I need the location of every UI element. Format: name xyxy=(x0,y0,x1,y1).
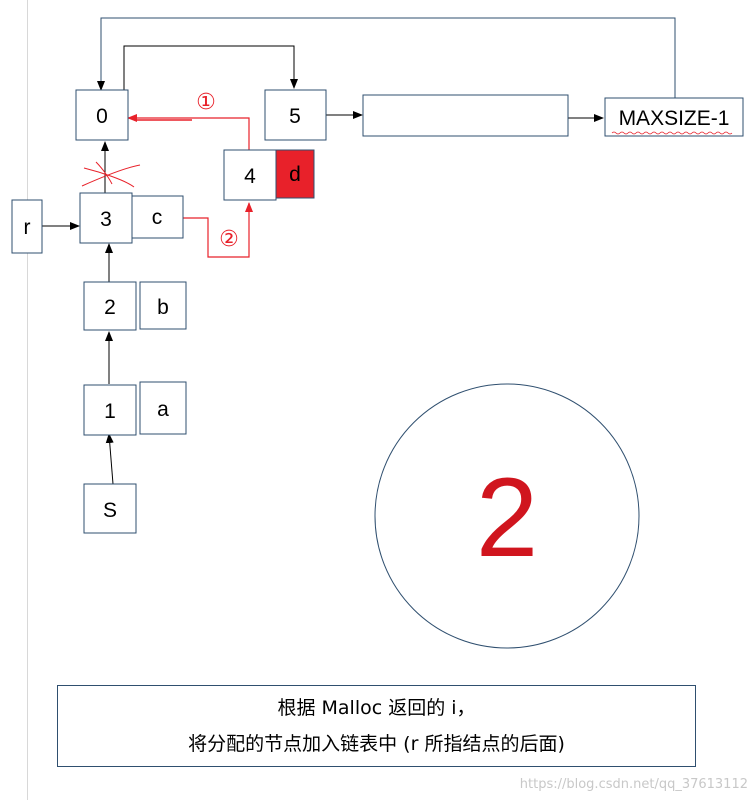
node-1-label: 1 xyxy=(104,400,116,423)
node-s-label: S xyxy=(103,499,117,522)
step-big-number: 2 xyxy=(476,455,538,580)
edge-s-to-1 xyxy=(105,433,114,485)
edge-maxsize-to-0 xyxy=(97,17,676,100)
node-1-data-label: a xyxy=(157,398,169,421)
node-0-box xyxy=(75,89,129,141)
edge-c-to-4-red xyxy=(183,202,253,258)
node-4-data-label: d xyxy=(289,163,301,186)
cross-out-mark xyxy=(81,161,141,188)
page-margin-rule xyxy=(27,0,28,800)
pointer-r-box xyxy=(11,199,43,254)
node-5-box xyxy=(264,89,327,141)
step-circle xyxy=(374,383,640,649)
spellcheck-squiggle xyxy=(611,131,733,135)
node-4-data-box xyxy=(275,149,315,199)
node-maxsize-label: MAXSIZE-1 xyxy=(619,107,730,130)
node-1-data-box xyxy=(139,381,187,435)
watermark-text: https://blog.csdn.net/qq_37613112 xyxy=(519,777,748,792)
node-s-box xyxy=(83,483,137,534)
node-5-label: 5 xyxy=(289,105,301,128)
node-3-label: 3 xyxy=(100,208,112,231)
node-next-box xyxy=(362,94,569,137)
caption-line-1: 根据 Malloc 返回的 i， xyxy=(277,697,476,719)
linked-list-diagram: 0 5 MAXSIZE-1 4 d r 3 c 2 b 1 a S ① ② 2 xyxy=(11,17,744,649)
node-2-data-label: b xyxy=(157,296,169,319)
caption-box: 根据 Malloc 返回的 i， 将分配的节点加入链表中 (r 所指结点的后面) xyxy=(57,685,696,767)
node-3-data-label: c xyxy=(152,206,163,229)
edge-4-to-0-red xyxy=(127,114,250,150)
node-0-label: 0 xyxy=(96,105,108,128)
step-1-marker: ① xyxy=(196,90,216,115)
node-2-label: 2 xyxy=(104,296,116,319)
node-3-data-box xyxy=(131,195,184,239)
edge-0-to-5 xyxy=(123,45,298,92)
caption-line-2: 将分配的节点加入链表中 (r 所指结点的后面) xyxy=(188,733,565,755)
node-2-box xyxy=(83,281,137,331)
node-1-box xyxy=(83,384,137,436)
step-2-marker: ② xyxy=(219,227,239,252)
node-2-data-box xyxy=(139,281,187,330)
node-4-label: 4 xyxy=(244,165,256,188)
pointer-r-label: r xyxy=(24,216,31,239)
node-maxsize-box xyxy=(604,97,744,137)
